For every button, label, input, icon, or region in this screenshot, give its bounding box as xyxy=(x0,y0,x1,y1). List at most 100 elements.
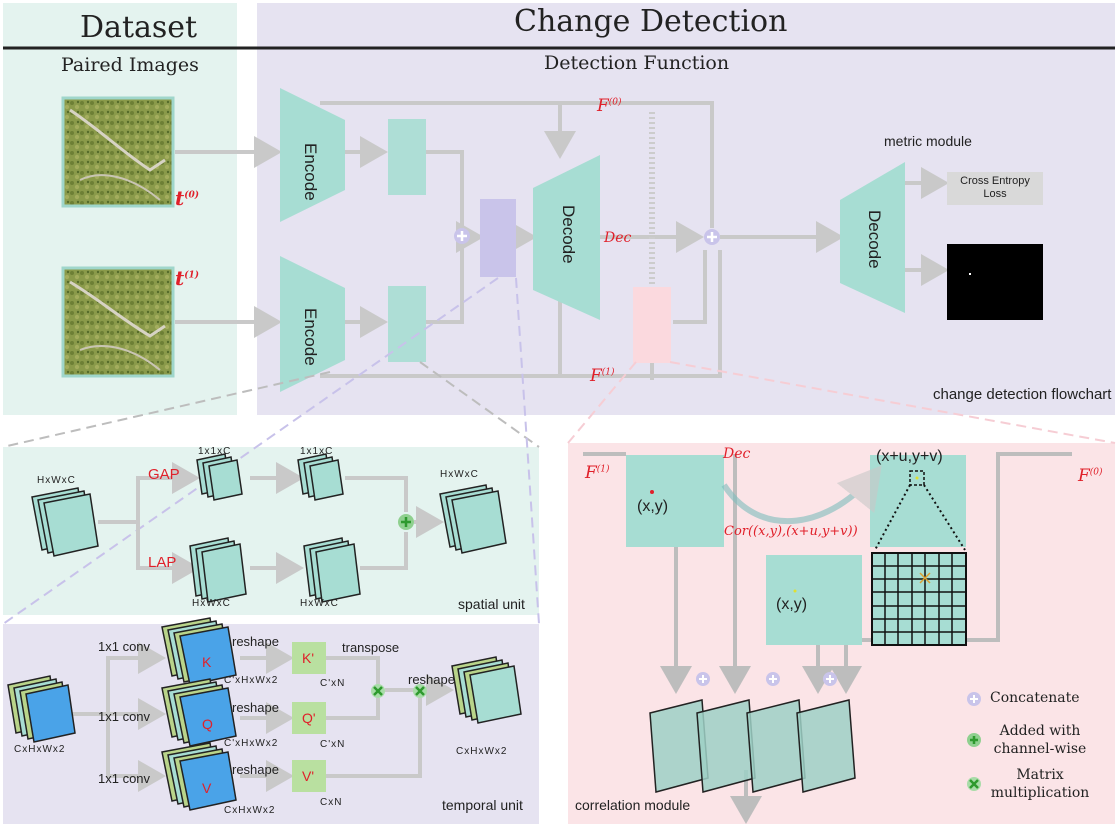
correlation-grid xyxy=(871,552,967,646)
dim-v: CxHxWx2 xyxy=(224,805,276,816)
spatial-in-dim: HxWxC xyxy=(37,475,76,486)
k-prime-box xyxy=(292,642,326,674)
gap-stack xyxy=(196,453,243,501)
dim-vp: CxN xyxy=(320,797,343,808)
conv-label-k: 1x1 conv xyxy=(98,639,151,654)
correlation-box xyxy=(633,287,671,363)
detection-function-label: Detection Function xyxy=(544,52,730,74)
conv-label-q: 1x1 conv xyxy=(98,709,151,724)
concat-node-c3 xyxy=(823,672,837,686)
flowchart-caption: change detection flowchart xyxy=(933,386,1112,403)
concat-node-c2 xyxy=(766,672,780,686)
corr-caption: correlation module xyxy=(575,797,691,813)
dim-k: C'xHxWx2 xyxy=(224,675,279,686)
spatial-dim-hwc-a: HxWxC xyxy=(192,598,231,609)
k-label: K xyxy=(202,654,212,670)
lap-stack-2 xyxy=(303,537,361,603)
lap-stack xyxy=(189,537,247,603)
legend-concatenate: Concatenate xyxy=(990,690,1080,706)
cross-entropy-label: Cross Entropy Loss xyxy=(960,175,1030,200)
cor-formula-label: Cor((x,y),(x+u,y+v)) xyxy=(724,524,858,539)
transpose-label: transpose xyxy=(342,640,400,655)
decode-label-main: Decode xyxy=(559,205,578,264)
corr-xy2-label: (x,y) xyxy=(776,596,808,613)
temporal-out-dim: CxHxWx2 xyxy=(456,746,508,757)
conv-label-v: 1x1 conv xyxy=(98,771,151,786)
corr-f1-box xyxy=(626,455,724,547)
corr-f0-label: F(0) xyxy=(1078,466,1103,486)
spatial-unit xyxy=(31,453,507,603)
satellite-image-t0 xyxy=(61,96,175,208)
v-label: V xyxy=(202,780,212,796)
t0-label: t(0) xyxy=(175,186,200,210)
gap-label: GAP xyxy=(148,466,180,483)
corr-xy-box xyxy=(766,555,862,645)
change-detection-title: Change Detection xyxy=(514,4,788,39)
legend-added: Added with channel-wise xyxy=(993,723,1087,757)
kp-label: K' xyxy=(302,650,315,666)
dec-label: Dec xyxy=(604,230,632,246)
fused-feature-box xyxy=(480,199,516,277)
spatial-caption: spatial unit xyxy=(458,596,525,612)
temporal-in-dim: CxHxWx2 xyxy=(14,744,66,755)
legend-matrix: Matrix multiplication xyxy=(990,767,1090,801)
temporal-unit xyxy=(7,617,522,811)
spatial-dim-1x1xc-a: 1x1xC xyxy=(198,446,232,457)
spatial-out-dim: HxWxC xyxy=(440,469,479,480)
metric-module-label: metric module xyxy=(884,133,972,149)
corr-xuyv-label: (x+u,y+v) xyxy=(876,448,943,465)
reshape-q: reshape xyxy=(232,700,279,715)
corr-dec-label: Dec xyxy=(723,446,751,462)
dataset-title: Dataset xyxy=(80,10,198,45)
corr-f1-label: F(1) xyxy=(585,463,610,483)
v-prime-box xyxy=(292,760,326,792)
encoder-top xyxy=(280,88,345,222)
concat-node-2 xyxy=(704,229,720,245)
dim-kp: C'xN xyxy=(320,678,346,689)
output-mask xyxy=(947,244,1043,320)
encoder-bottom xyxy=(280,256,345,392)
decoder-main xyxy=(533,155,600,320)
decode-label-metric: Decode xyxy=(865,210,884,269)
f0-label: F(0) xyxy=(597,96,622,116)
encode-label-top: Encode xyxy=(301,143,320,201)
encode-label-bottom: Encode xyxy=(301,308,320,366)
qp-label: Q' xyxy=(302,710,316,726)
cor-curve-arrow xyxy=(721,465,882,525)
paired-images-label: Paired Images xyxy=(61,54,199,76)
spatial-output-stack xyxy=(439,484,507,554)
legend-add-icon xyxy=(967,733,981,747)
decoder-metric xyxy=(840,162,905,313)
k-stack xyxy=(161,617,237,686)
q-stack xyxy=(161,678,237,747)
matmul-node-1 xyxy=(371,684,385,698)
spatial-input-stack xyxy=(31,487,99,557)
concat-node-1 xyxy=(454,228,470,244)
dim-qp: C'xN xyxy=(320,739,346,750)
f1-label: F(1) xyxy=(590,366,615,386)
reshape-v: reshape xyxy=(232,762,279,777)
lap-label: LAP xyxy=(148,554,177,571)
temporal-output-stack xyxy=(451,656,522,724)
matmul-node-2 xyxy=(413,684,427,698)
vp-label: V' xyxy=(302,768,315,784)
q-label: Q xyxy=(202,716,213,732)
dim-q: C'xHxWx2 xyxy=(224,738,279,749)
legend-matmul-icon xyxy=(967,777,981,791)
gap-stack-2 xyxy=(297,453,344,501)
reshape-out: reshape xyxy=(408,672,455,687)
correlation-slices xyxy=(649,699,856,793)
feature-box-top xyxy=(388,119,426,195)
cross-entropy-box xyxy=(947,172,1043,205)
satellite-image-t1 xyxy=(61,266,175,378)
spatial-dim-1x1xc-b: 1x1xC xyxy=(300,446,334,457)
temporal-input-stack xyxy=(7,675,76,743)
q-prime-box xyxy=(292,702,326,734)
reshape-k: reshape xyxy=(232,634,279,649)
t1-label: t(1) xyxy=(175,266,200,290)
legend-concat-icon xyxy=(967,692,981,706)
v-stack xyxy=(161,742,237,811)
corr-f0-box xyxy=(870,455,966,547)
temporal-caption: temporal unit xyxy=(442,797,523,813)
